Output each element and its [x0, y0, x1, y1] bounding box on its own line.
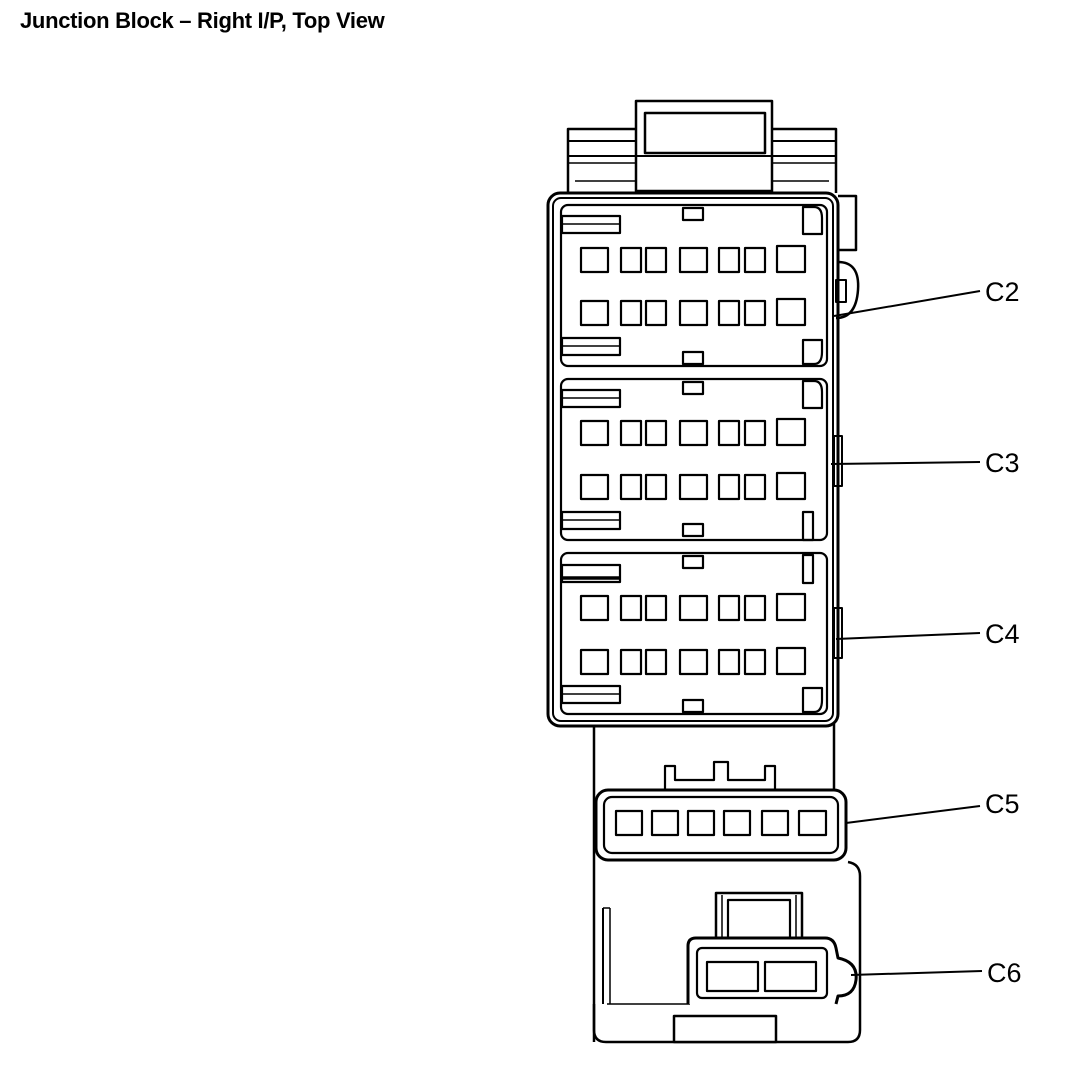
c3-terminal-cavities	[579, 417, 807, 501]
c2-leader-line	[833, 290, 981, 317]
connector-c5	[594, 760, 848, 862]
callout-leaders	[830, 290, 983, 976]
connector-c6	[686, 891, 858, 1005]
c3-leader-line	[830, 461, 981, 465]
callout-labels: C2 C3 C4 C5 C6	[985, 277, 1022, 988]
c3-label: C3	[985, 448, 1020, 478]
c2-label: C2	[985, 277, 1020, 307]
c6-terminal-cavities	[705, 960, 818, 993]
c6-label: C6	[987, 958, 1022, 988]
c6-leader-line	[850, 970, 983, 976]
top-retainer	[566, 99, 838, 193]
connector-c4	[559, 551, 829, 716]
c5-leader-line	[845, 805, 981, 824]
c4-leader-line	[835, 632, 981, 640]
c2-terminal-cavities	[579, 244, 807, 327]
c5-terminal-cavities	[614, 809, 828, 837]
c4-terminal-cavities	[579, 592, 807, 676]
connector-c3	[559, 377, 829, 542]
lower-housing	[592, 724, 862, 1044]
connector-c2	[559, 203, 829, 368]
c4-label: C4	[985, 619, 1020, 649]
diagram-title: Junction Block – Right I/P, Top View	[20, 8, 385, 33]
c5-label: C5	[985, 789, 1020, 819]
